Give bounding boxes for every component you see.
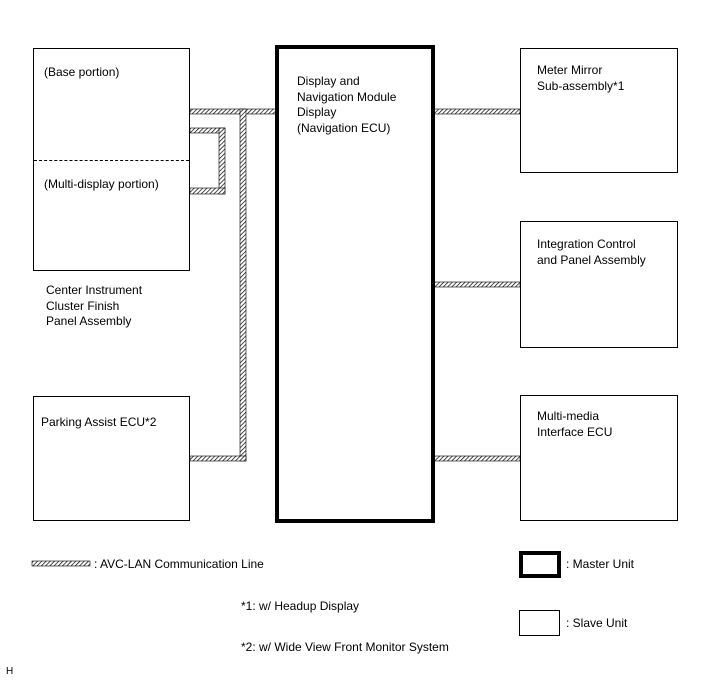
legend-avc-lan-swatch [31,560,91,567]
parking-assist-box [33,396,190,521]
meter-mirror-label: Meter Mirror Sub-assembly*1 [537,63,625,93]
note-2: *2: w/ Wide View Front Monitor System [241,640,449,654]
avc-line-riser [239,108,247,462]
integration-control-label: Integration Control and Panel Assembly [537,237,646,267]
avc-line-multi-vertical [218,127,226,195]
note-1: *1: w/ Headup Display [241,599,360,613]
legend-master-text: : Master Unit [566,557,635,571]
multi-display-portion-label: (Multi-display portion) [44,177,159,191]
avc-line-multimedia [432,455,521,462]
meter-mirror-box [520,48,678,173]
avc-line-multi-bottom [189,187,226,195]
legend-slave-swatch [519,610,560,636]
avc-line-meter-mirror [432,108,521,115]
navigation-ecu-box [275,45,435,523]
corner-mark: H [6,666,14,677]
avc-line-base-to-nav [189,108,277,115]
parking-assist-label: Parking Assist ECU*2 [41,415,157,429]
avc-line-parking [189,455,247,462]
legend-slave-text: : Slave Unit [566,616,628,630]
integration-control-box [520,221,678,348]
center-panel-divider [34,160,189,161]
navigation-ecu-label: Display and Navigation Module Display (N… [297,74,397,135]
center-panel-box [33,48,190,271]
base-portion-label: (Base portion) [44,65,120,79]
multimedia-box [520,395,678,521]
avc-line-integration [432,281,521,288]
legend-master-swatch [519,551,561,578]
center-panel-name: Center Instrument Cluster Finish Panel A… [46,283,143,328]
multimedia-label: Multi-media Interface ECU [537,409,613,439]
legend-avc-lan-text: : AVC-LAN Communication Line [94,557,264,571]
